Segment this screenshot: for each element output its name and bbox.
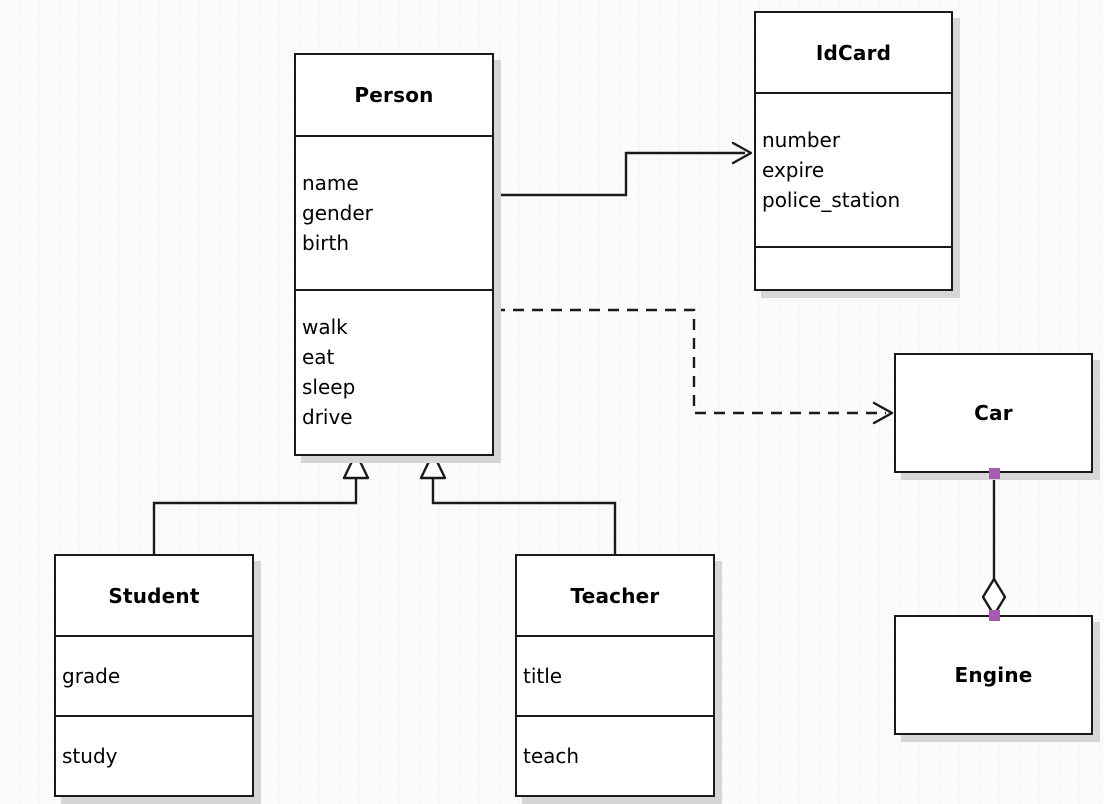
attribute-item: police_station xyxy=(762,188,901,213)
operation-item: walk xyxy=(302,315,348,340)
attribute-item: number xyxy=(762,128,841,153)
class-attributes-teacher: title xyxy=(517,635,713,714)
class-operations-student: study xyxy=(56,714,252,795)
attribute-item: gender xyxy=(302,200,373,225)
class-title-idcard: IdCard xyxy=(756,13,951,92)
operation-item: teach xyxy=(523,743,580,768)
class-name-label: Student xyxy=(108,583,200,608)
class-attributes-idcard: number expire police_station xyxy=(756,92,951,246)
class-attributes-student: grade xyxy=(56,635,252,714)
class-attributes-person: name gender birth xyxy=(296,134,492,289)
attribute-item: title xyxy=(523,664,563,688)
class-box-car[interactable]: Car xyxy=(894,353,1093,473)
class-box-engine[interactable]: Engine xyxy=(894,615,1093,735)
attribute-item: grade xyxy=(62,664,121,688)
dependency-person-car[interactable] xyxy=(494,308,894,425)
class-box-person[interactable]: Person name gender birth walk eat sleep … xyxy=(294,53,494,456)
association-person-idcard[interactable] xyxy=(494,141,753,197)
attribute-item: name xyxy=(302,170,359,195)
class-name-label: Car xyxy=(974,401,1013,425)
class-box-teacher[interactable]: Teacher title teach xyxy=(515,554,715,797)
generalization-student-person[interactable] xyxy=(152,451,370,554)
attribute-item: birth xyxy=(302,230,349,255)
class-title-engine: Engine xyxy=(896,617,1091,733)
class-name-label: Engine xyxy=(954,663,1033,687)
class-name-label: Teacher xyxy=(570,583,660,608)
operation-item: study xyxy=(62,743,118,768)
class-operations-idcard xyxy=(756,246,951,289)
class-title-student: Student xyxy=(56,556,252,635)
class-name-label: IdCard xyxy=(815,40,892,65)
operation-item: eat xyxy=(302,345,335,370)
operation-item: drive xyxy=(302,405,353,430)
class-name-label: Person xyxy=(354,82,434,107)
attribute-item: expire xyxy=(762,158,825,183)
class-title-car: Car xyxy=(896,355,1091,471)
class-box-student[interactable]: Student grade study xyxy=(54,554,254,797)
class-title-teacher: Teacher xyxy=(517,556,713,635)
class-title-person: Person xyxy=(296,55,492,135)
operation-item: sleep xyxy=(302,375,356,400)
connector-point-engine-top[interactable] xyxy=(989,610,1000,621)
class-operations-person: walk eat sleep drive xyxy=(296,288,492,454)
aggregation-car-engine[interactable] xyxy=(981,473,1007,617)
connector-point-car-bottom[interactable] xyxy=(989,468,1000,479)
class-operations-teacher: teach xyxy=(517,714,713,795)
class-box-idcard[interactable]: IdCard number expire police_station xyxy=(754,11,953,291)
generalization-teacher-person[interactable] xyxy=(419,451,617,554)
